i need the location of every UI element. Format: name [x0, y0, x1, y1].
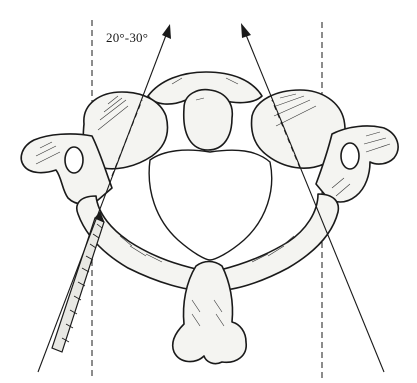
right-transverse-foramen [341, 143, 359, 169]
left-arrowhead [162, 24, 171, 39]
screw-shaft [52, 218, 104, 352]
dens [184, 90, 233, 150]
right-arrowhead [241, 23, 251, 38]
angle-label: 20°-30° [106, 30, 148, 46]
left-transverse-foramen [65, 147, 83, 173]
left-trajectory-line [38, 30, 168, 372]
vertebral-canal [149, 150, 272, 260]
screw [52, 212, 104, 352]
